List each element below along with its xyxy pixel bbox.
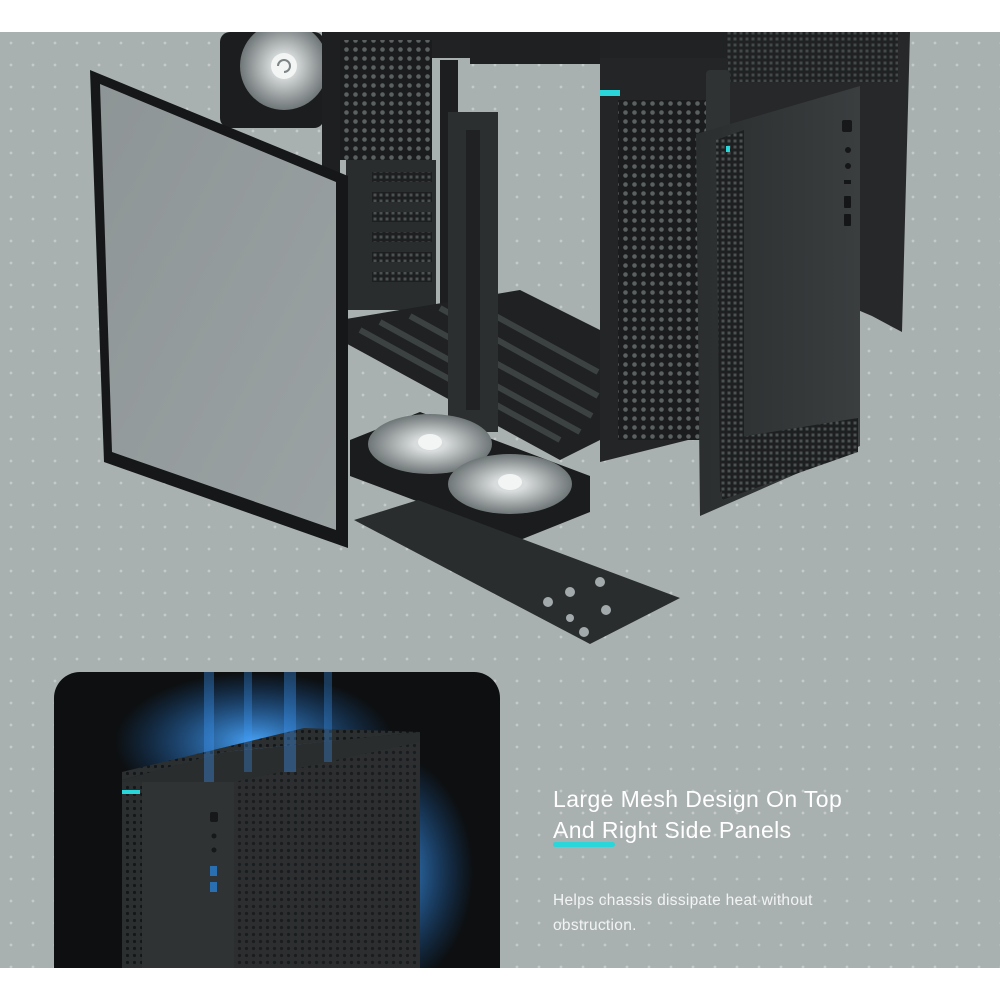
headline-accent-underline: [553, 842, 615, 847]
usb-port-icon: [844, 196, 851, 208]
front-mesh-frame: [600, 58, 730, 462]
power-button-icon: [842, 120, 852, 132]
feature-headline-line1: Large Mesh Design On Top: [553, 786, 843, 812]
feature-description-line1: Helps chassis dissipate heat without: [553, 892, 813, 909]
feature-headline-line2: And Right Side Panels: [553, 817, 792, 843]
fan-icon: [368, 414, 492, 474]
expansion-slots: [346, 160, 436, 310]
top-fan: [220, 32, 328, 128]
fan-hub-logo-icon: [271, 53, 297, 79]
feature-description: Helps chassis dissipate heat without obs…: [553, 888, 883, 938]
rear-exhaust-mesh: [340, 40, 432, 160]
airflow-illustration: [114, 672, 474, 972]
top-white-strip: [0, 0, 1000, 32]
exploded-case-illustration: [90, 32, 910, 644]
front-led-strip: [600, 90, 620, 96]
front-panel: [696, 86, 860, 516]
bottom-white-strip: [0, 968, 1000, 1000]
tempered-glass-side-panel: [90, 70, 348, 548]
airflow-feature-card: [54, 672, 500, 972]
exploded-view-stage: [0, 32, 1000, 968]
bottom-intake-fans: [350, 412, 590, 540]
feature-headline: Large Mesh Design On Top And Right Side …: [553, 784, 973, 846]
bottom-dust-plate: [354, 500, 680, 644]
fan-icon: [448, 454, 572, 514]
feature-description-line2: obstruction.: [553, 917, 637, 934]
chassis-frame: [322, 32, 730, 462]
